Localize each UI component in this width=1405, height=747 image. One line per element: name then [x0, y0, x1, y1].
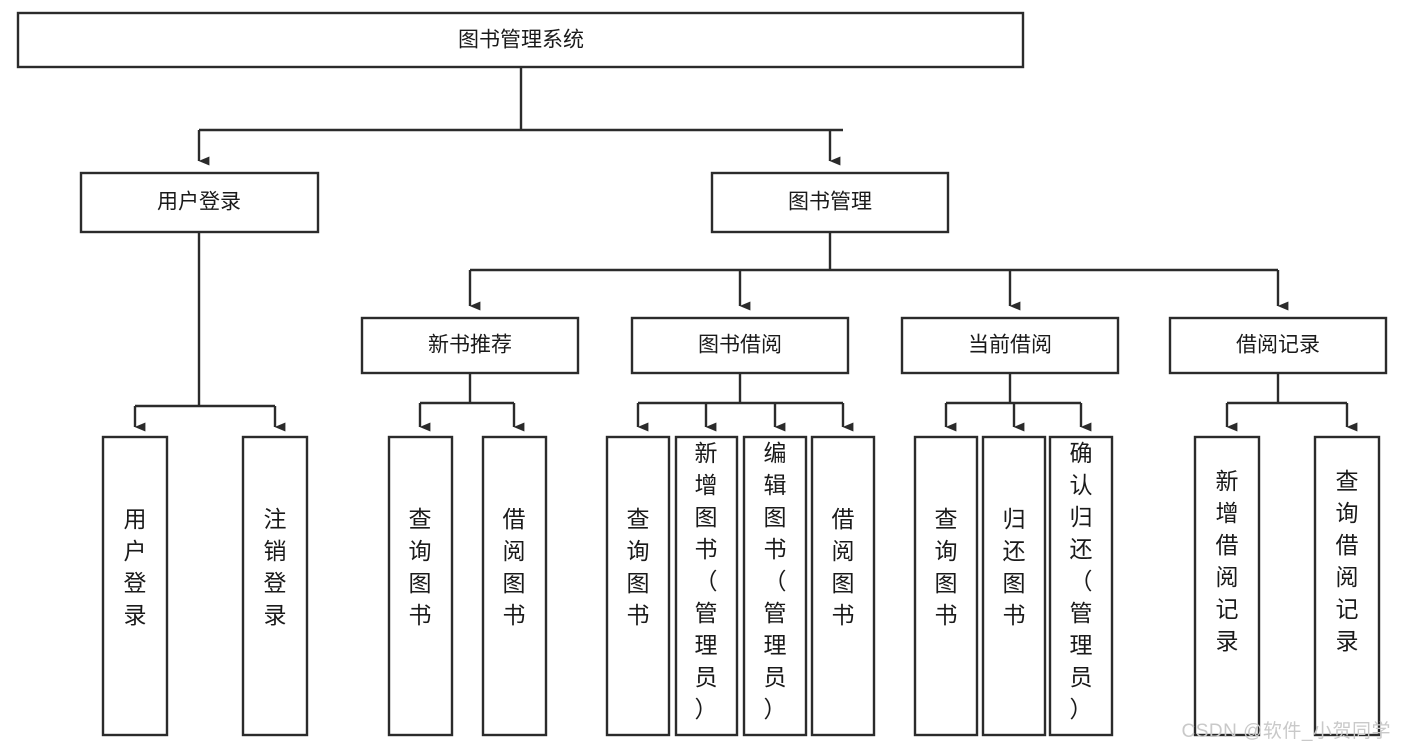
node-leaf-edit-book-label: 编辑图书（管理员）: [764, 440, 787, 722]
node-leaf-return-book[interactable]: 归还图书: [981, 435, 1047, 737]
node-leaf-query-book-3[interactable]: 查询图书: [913, 435, 979, 737]
node-current-borrow-label: 当前借阅: [968, 334, 1052, 357]
node-borrow-record-label: 借阅记录: [1236, 334, 1320, 357]
node-leaf-logout-login-box: [241, 435, 309, 737]
node-current-borrow-box: [900, 316, 1120, 375]
node-leaf-query-record-label: 查询借阅记录: [1336, 468, 1359, 654]
node-leaf-query-book-3-label: 查询图书: [935, 506, 958, 628]
node-leaf-confirm-return-label: 确认归还（管理员）: [1070, 440, 1093, 722]
node-leaf-borrow-book-1-label: 借阅图书: [503, 506, 526, 628]
node-leaf-user-login-label: 用户登录: [124, 506, 147, 628]
node-root[interactable]: 图书管理系统: [16, 11, 1025, 69]
connector-group-currentborrow-to-leaves: [944, 373, 1092, 432]
node-book-borrow[interactable]: 图书借阅: [630, 316, 850, 375]
node-leaf-borrow-book-2-box: [810, 435, 876, 737]
node-root-label: 图书管理系统: [458, 29, 584, 52]
node-leaf-add-record-label: 新增借阅记录: [1216, 468, 1239, 654]
node-leaf-return-book-label: 归还图书: [1003, 506, 1026, 628]
node-leaf-add-book-label: 新增图书（管理员）: [695, 440, 718, 722]
node-leaf-query-book-2-label: 查询图书: [627, 506, 650, 628]
node-book-manage-label: 图书管理: [788, 191, 872, 214]
node-user-login[interactable]: 用户登录: [79, 171, 320, 234]
node-leaf-borrow-book-2-label: 借阅图书: [832, 506, 855, 628]
node-leaf-add-book-box: [674, 435, 739, 737]
connector-group-newbook-to-leaves: [418, 373, 525, 432]
node-leaf-edit-book-box: [742, 435, 808, 737]
node-leaf-confirm-return[interactable]: 确认归还（管理员）: [1048, 435, 1114, 737]
node-leaf-borrow-book-1[interactable]: 借阅图书: [481, 435, 548, 737]
node-leaf-user-login[interactable]: 用户登录: [101, 435, 169, 737]
node-leaf-query-record[interactable]: 查询借阅记录: [1313, 435, 1381, 737]
node-leaf-query-book-2-box: [605, 435, 671, 737]
node-book-borrow-box: [630, 316, 850, 375]
node-leaf-logout-login[interactable]: 注销登录: [241, 435, 309, 737]
connector-group-root-to-level2: [197, 67, 843, 166]
node-leaf-query-book-1-label: 查询图书: [409, 506, 432, 628]
node-leaf-add-book[interactable]: 新增图书（管理员）: [674, 435, 739, 737]
node-leaf-query-book-1[interactable]: 查询图书: [387, 435, 454, 737]
node-new-book-recommend-box: [360, 316, 580, 375]
node-leaf-edit-book[interactable]: 编辑图书（管理员）: [742, 435, 808, 737]
node-leaf-query-record-box: [1313, 435, 1381, 737]
node-borrow-record-box: [1168, 316, 1388, 375]
node-new-book-recommend-label: 新书推荐: [428, 334, 512, 357]
node-leaf-confirm-return-box: [1048, 435, 1114, 737]
node-leaf-query-book-2[interactable]: 查询图书: [605, 435, 671, 737]
node-current-borrow[interactable]: 当前借阅: [900, 316, 1120, 375]
node-new-book-recommend[interactable]: 新书推荐: [360, 316, 580, 375]
node-leaf-add-record-box: [1193, 435, 1261, 737]
node-leaf-user-login-box: [101, 435, 169, 737]
node-book-borrow-label: 图书借阅: [698, 334, 782, 357]
connector-group-bookmanage-to-level3: [468, 232, 1289, 311]
node-root-box: [16, 11, 1025, 69]
node-leaf-borrow-book-1-box: [481, 435, 548, 737]
connector-group-userlogin-to-leaves: [133, 232, 286, 432]
node-leaf-query-book-3-box: [913, 435, 979, 737]
node-book-manage[interactable]: 图书管理: [710, 171, 950, 234]
node-leaf-query-book-1-box: [387, 435, 454, 737]
node-leaf-logout-login-label: 注销登录: [264, 506, 287, 628]
node-leaf-return-book-box: [981, 435, 1047, 737]
node-user-login-box: [79, 171, 320, 234]
node-user-login-label: 用户登录: [157, 191, 241, 214]
connector-group-bookborrow-to-leaves: [636, 373, 854, 432]
node-leaf-add-record[interactable]: 新增借阅记录: [1193, 435, 1261, 737]
node-leaf-borrow-book-2[interactable]: 借阅图书: [810, 435, 876, 737]
connector-group-borrowrecord-to-leaves: [1225, 373, 1358, 432]
node-book-manage-box: [710, 171, 950, 234]
node-borrow-record[interactable]: 借阅记录: [1168, 316, 1388, 375]
